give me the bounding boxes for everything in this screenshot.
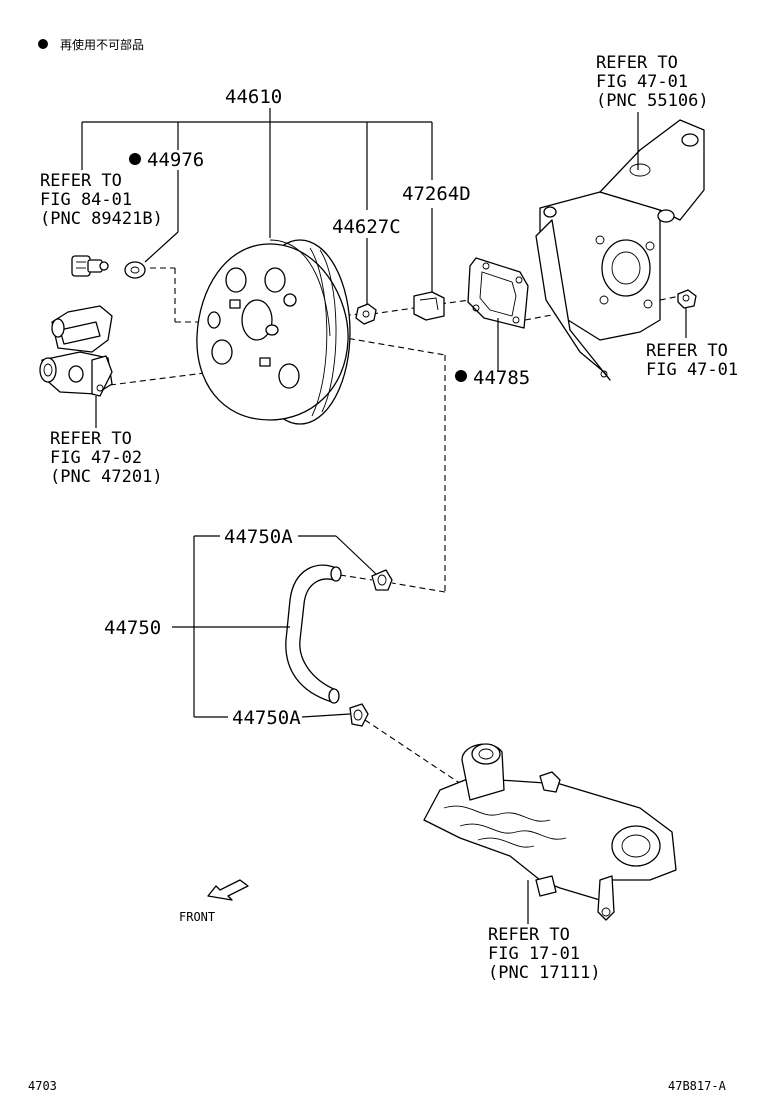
ref-84-01-line-1: REFER TO [40, 171, 122, 191]
ref-47-01-top-line-2: FIG 47-01 [596, 72, 688, 92]
non-reusable-bullet-icon [129, 153, 141, 165]
ref-84-01-line-3: (PNC 89421B) [40, 209, 163, 229]
legend-text: 再使用不可部品 [60, 37, 144, 52]
brake-booster-icon [196, 239, 351, 425]
gasket-44785-icon [467, 257, 529, 372]
reference-fig-47-01-top: REFER TO FIG 47-01 (PNC 55106) [596, 53, 709, 111]
front-arrow-icon [207, 879, 249, 901]
nut-44627C-icon [355, 303, 377, 325]
part-number-44785: 44785 [473, 367, 530, 389]
intake-manifold-icon [423, 743, 677, 924]
ref-47-01-top-line-3: (PNC 55106) [596, 91, 709, 111]
part-number-44627C: 44627C [332, 216, 401, 238]
reference-fig-17-01: REFER TO FIG 17-01 (PNC 17111) [488, 925, 601, 983]
part-number-47264D: 47264D [402, 183, 471, 205]
leader-44750 [172, 535, 377, 718]
ref-17-01-line-2: FIG 17-01 [488, 944, 580, 964]
reference-fig-47-02: REFER TO FIG 47-02 (PNC 47201) [50, 429, 163, 487]
part-number-44750A-top: 44750A [224, 526, 293, 548]
ref-17-01-line-3: (PNC 17111) [488, 963, 601, 983]
vacuum-hose-icon [285, 564, 342, 704]
front-label: FRONT [179, 910, 215, 924]
ref-47-02-line-1: REFER TO [50, 429, 132, 449]
page-code: 4703 [28, 1079, 57, 1093]
legend-bullet-icon [38, 39, 48, 49]
reference-fig-84-01: REFER TO FIG 84-01 (PNC 89421B) [40, 171, 163, 229]
vacuum-sensor-icon [71, 255, 109, 277]
part-number-44750A-bottom: 44750A [232, 707, 301, 729]
master-cylinder-icon [39, 305, 113, 428]
ref-47-02-line-2: FIG 47-02 [50, 448, 142, 468]
ref-47-01-right-line-2: FIG 47-01 [646, 360, 738, 380]
pedal-bracket-icon [535, 112, 705, 381]
assembly-dash-lines [109, 267, 681, 791]
grommet-44976-icon [124, 261, 146, 279]
part-number-44976: 44976 [147, 149, 204, 171]
clip-47264D-icon [413, 291, 445, 321]
ref-47-01-top-line-1: REFER TO [596, 53, 678, 73]
non-reusable-bullet-icon-2 [455, 370, 467, 382]
ref-17-01-line-1: REFER TO [488, 925, 570, 945]
ref-47-01-right-line-1: REFER TO [646, 341, 728, 361]
reference-fig-47-01-right: REFER TO FIG 47-01 [646, 341, 738, 380]
hose-clip-bottom-icon [349, 703, 369, 727]
leader-44610 [81, 108, 433, 305]
drawing-id: 47B817-A [668, 1079, 727, 1093]
ref-47-02-line-3: (PNC 47201) [50, 467, 163, 487]
bracket-nut-icon [677, 289, 697, 338]
part-number-44610: 44610 [225, 86, 282, 108]
part-number-44750: 44750 [104, 617, 161, 639]
ref-84-01-line-2: FIG 84-01 [40, 190, 132, 210]
hose-clip-top-icon [371, 569, 393, 591]
